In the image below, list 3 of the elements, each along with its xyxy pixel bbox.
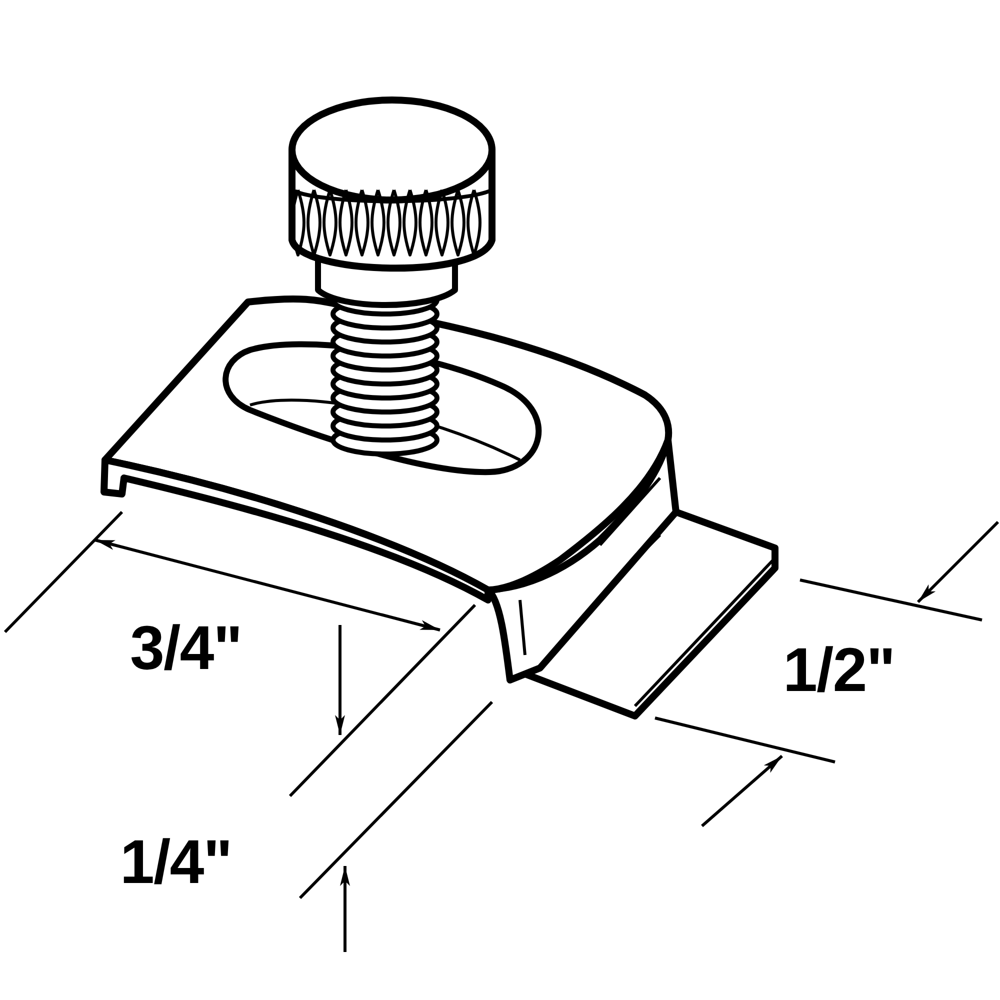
dimension-label: 1/2" [783,640,895,702]
dimension-label: 1/4" [120,832,232,894]
dimension-label: 3/4" [130,618,242,680]
